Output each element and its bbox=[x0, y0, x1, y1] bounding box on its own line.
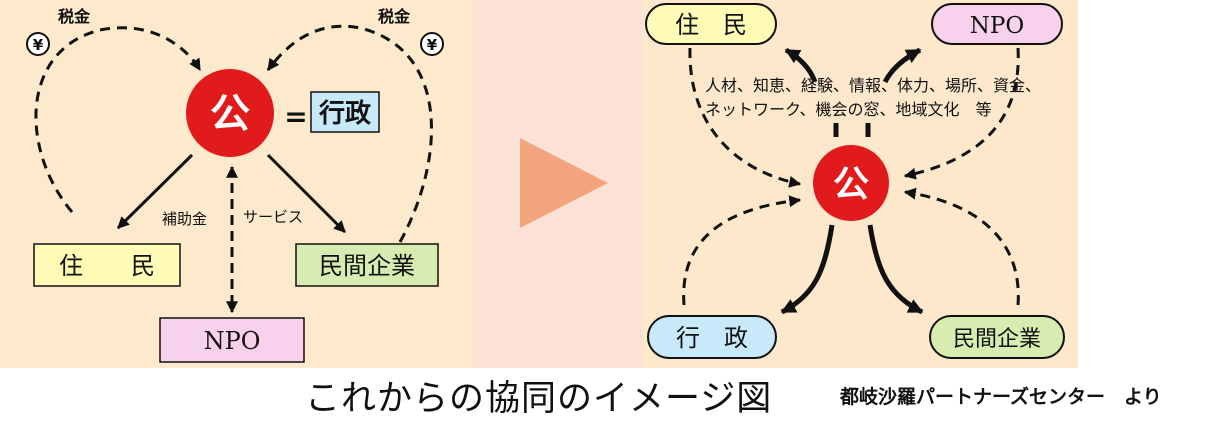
arrow-to-npo bbox=[882, 47, 922, 84]
npo-box-right bbox=[931, 3, 1063, 45]
caption-title: これからの協同のイメージ図 bbox=[305, 379, 773, 419]
yen-coin-left: ¥ bbox=[26, 32, 50, 56]
caption: これからの協同のイメージ図 都岐沙羅パートナーズセンター より bbox=[0, 368, 1225, 428]
service-label: サービス bbox=[243, 208, 303, 226]
yen-symbol-right: ¥ bbox=[427, 36, 438, 54]
dashed-from-private bbox=[903, 187, 1020, 306]
private-label-left: 民間企業 bbox=[319, 252, 415, 280]
arrow-to-residents bbox=[784, 47, 818, 83]
dashed-from-gov bbox=[682, 195, 802, 306]
gov-label-right: 行 政 bbox=[676, 324, 748, 352]
dashed-from-npo bbox=[903, 47, 1020, 180]
public-circle-right bbox=[813, 145, 889, 221]
residents-label-right: 住 民 bbox=[675, 11, 747, 39]
private-label-right: 民間企業 bbox=[953, 327, 1041, 352]
caption-source: 都岐沙羅パートナーズセンター より bbox=[840, 386, 1162, 408]
arrow-to-gov bbox=[780, 224, 835, 315]
left-panel-bg bbox=[0, 0, 472, 368]
private-box-left bbox=[295, 243, 439, 287]
npo-label-right: NPO bbox=[970, 13, 1024, 39]
tax-label-right: 税金 bbox=[378, 7, 411, 26]
dashed-from-residents bbox=[688, 47, 802, 188]
npo-box-left bbox=[159, 317, 305, 363]
transition-triangle bbox=[520, 138, 608, 228]
diagram-canvas: ¥ ¥ 税金 税金 公 = 行政 補助金 サービス 住 民 民間企業 NPO 住… bbox=[0, 0, 1078, 368]
gov-label-left: 行政 bbox=[318, 98, 371, 129]
subsidy-label: 補助金 bbox=[162, 210, 207, 228]
resources-line-1: 人材、知恵、経験、情報、体力、場所、資金、 bbox=[705, 76, 1041, 95]
service-arrow bbox=[266, 153, 347, 234]
residents-box-right bbox=[645, 3, 777, 45]
npo-label-left: NPO bbox=[204, 327, 261, 355]
tax-label-left: 税金 bbox=[58, 7, 91, 26]
residents-label-left: 住 民 bbox=[59, 252, 155, 280]
private-box-right bbox=[929, 315, 1065, 359]
yen-coin-right: ¥ bbox=[420, 32, 444, 56]
equals-sign: = bbox=[284, 100, 307, 133]
public-label-left: 公 bbox=[210, 90, 250, 137]
gov-box-right bbox=[647, 315, 777, 359]
public-label-right: 公 bbox=[833, 163, 869, 205]
tax-arrow-right bbox=[266, 24, 433, 243]
residents-box-left bbox=[33, 243, 181, 287]
yen-symbol-left: ¥ bbox=[33, 36, 44, 54]
gov-box-left bbox=[310, 91, 380, 133]
arrow-to-private bbox=[867, 224, 924, 315]
subsidy-arrow bbox=[116, 153, 194, 230]
resources-line-2: ネットワーク、機会の窓、地域文化 等 bbox=[705, 100, 992, 119]
public-circle-left bbox=[186, 69, 274, 157]
